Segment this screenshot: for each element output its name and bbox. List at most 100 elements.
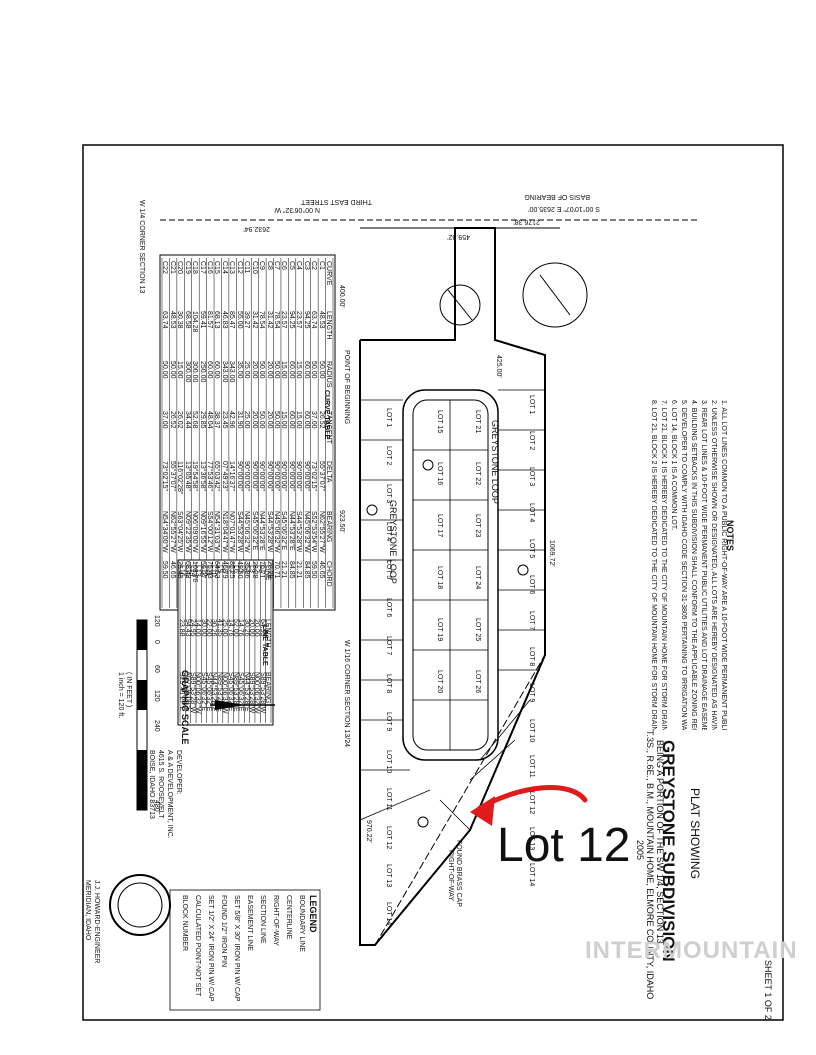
lot-label: LOT 14 — [385, 902, 392, 926]
curve-cell: 30.38 — [176, 311, 184, 329]
curve-header: RADIUS — [325, 361, 332, 388]
graphic-scale-bar — [136, 619, 148, 811]
line-cell: L16 — [178, 565, 186, 577]
lot-label: LOT 19 — [436, 618, 443, 642]
curve-cell: 300.00 — [191, 361, 199, 383]
curve-cell: 23.45 — [220, 411, 228, 429]
block-marker-1 — [417, 816, 429, 828]
curve-cell: 34.44 — [183, 411, 191, 429]
point-of-beginning: POINT OF BEGINNING — [343, 350, 350, 425]
curve-cell: C1 — [317, 261, 325, 270]
curve-cell: N62°55'27"W — [317, 511, 325, 553]
curve-cell: 68.58 — [183, 311, 191, 329]
curve-cell: N62°55'27"W — [168, 511, 176, 553]
curve-cell: 46.65 — [168, 561, 176, 579]
engineer-stamp — [109, 874, 171, 936]
lot-label: LOT 18 — [436, 566, 443, 590]
street-greystone-loop-b: GREYSTONE LOOP — [490, 420, 500, 504]
scale-tick-label: 60 — [153, 665, 160, 673]
scale-tick-label: 0 — [153, 640, 160, 644]
curve-cell: 26.52 — [317, 411, 325, 429]
found-brass-cap: FOUND BRASS CAP — [455, 840, 462, 907]
legend-item: SECTION LINE — [259, 895, 266, 944]
curve-cell: N54°34'00"W — [161, 511, 169, 553]
curve-header: LENGTH — [325, 311, 332, 340]
curve-cell: 50.00 — [310, 361, 318, 379]
curve-cell: N18°04'47"W — [220, 511, 228, 553]
curve-cell: 73°02'15" — [310, 461, 318, 491]
scale-tick-label: 240 — [153, 720, 160, 732]
curve-cell: 50.00 — [258, 411, 266, 429]
developer-line: 4615 S. ROOSEVELT — [157, 750, 164, 819]
legend-item: SET 5/8" X 30" IRON PIN W/ CAP — [233, 895, 240, 1002]
note-line: 6. LOT 14, BLOCK 1 IS A COMMON LOT. — [670, 400, 677, 531]
curve-cell: 77°53'46" — [206, 461, 214, 491]
engineer-line: J.J. HOWARD-ENGINEER — [93, 880, 100, 964]
curve-cell: 60.00 — [206, 361, 214, 379]
curve-cell: 29.85 — [198, 411, 206, 429]
curve-cell: 50.00 — [272, 361, 280, 379]
curve-cell: C18 — [191, 261, 199, 274]
lot-label: LOT 11 — [528, 755, 535, 778]
corner-mid: W 1/16 CORNER SECTION 13/24 — [343, 640, 350, 747]
curve-cell: C9 — [258, 261, 266, 270]
legend-title: LEGEND — [308, 895, 318, 933]
curve-cell: S45°06'32"E — [280, 511, 288, 551]
lot-12-arrowhead — [470, 796, 495, 826]
curve-cell: C7 — [272, 261, 280, 270]
curve-cell: C10 — [250, 261, 258, 274]
lot-label: LOT 9 — [385, 712, 392, 732]
dist-425: 425.00' — [495, 355, 502, 378]
line-table-box — [177, 559, 274, 726]
curve-cell: C6 — [280, 261, 288, 270]
curve-cell: 90°00'00" — [258, 461, 266, 491]
curve-cell: 50.00 — [161, 361, 169, 379]
curve-header: BEARING — [325, 511, 332, 543]
curve-cell: C16 — [206, 261, 214, 274]
basis-bearing-line: S 00°10'07" E 2635.00' — [528, 205, 600, 212]
curve-cell: C11 — [243, 261, 251, 274]
curve-header: TANGENT — [325, 411, 332, 444]
detail-circle-1 — [522, 262, 588, 328]
curve-cell: 59.41 — [198, 311, 206, 329]
plat-description-1: BEING A PORTION OF THE SW 1/4, SECTION 1… — [655, 740, 665, 947]
curve-cell: 94.25 — [302, 311, 310, 329]
lot-label: LOT 20 — [436, 670, 443, 694]
curve-cell: 15.00 — [295, 411, 303, 429]
curve-cell: 19°54'58" — [191, 461, 199, 491]
legend-item: CENTERLINE — [285, 895, 292, 940]
curve-cell: 48.04 — [206, 411, 214, 429]
lot-lines-block-3 — [413, 400, 488, 750]
curve-cell: 70.71 — [272, 561, 280, 579]
curve-cell: 20.00 — [265, 411, 273, 429]
curve-cell: C21 — [168, 261, 176, 274]
curve-cell: 60.00 — [287, 411, 295, 429]
curve-cell: 63.74 — [161, 311, 169, 329]
curve-cell: 60.00 — [287, 361, 295, 379]
curve-cell: 90°00'00" — [280, 461, 288, 491]
curve-cell: 90°00'00" — [295, 461, 303, 491]
curve-cell: 46.65 — [317, 561, 325, 579]
curve-cell: 90°00'00" — [287, 461, 295, 491]
curve-cell: 31.90 — [235, 411, 243, 429]
curve-cell: 31.42 — [265, 311, 273, 329]
curve-cell: 59.50 — [310, 561, 318, 579]
lot-label: LOT 11 — [385, 788, 392, 811]
curve-header: DELTA — [325, 461, 332, 483]
curve-cell: N45°06'32"W — [302, 511, 310, 553]
curve-cell: S44°53'28"W — [235, 511, 243, 553]
lot-label: LOT 6 — [385, 598, 392, 618]
lot-label: LOT 4 — [385, 522, 392, 542]
curve-cell: C15 — [213, 261, 221, 274]
lot-label: LOT 4 — [528, 503, 535, 523]
curve-cell: 13°36'58" — [198, 461, 206, 491]
curve-cell: C13 — [228, 261, 236, 274]
curve-cell: C20 — [176, 261, 184, 274]
lot-label: LOT 3 — [528, 467, 535, 487]
note-line: 1. ALL LOT LINES COMMON TO A PUBLIC RIGH… — [720, 400, 727, 730]
scale-units: ( IN FEET ) — [125, 672, 132, 708]
curve-cell: C2 — [310, 261, 318, 270]
greystone-loop-road — [402, 389, 499, 761]
curve-cell: 78.54 — [272, 311, 280, 329]
lot-label: LOT 22 — [474, 462, 481, 486]
